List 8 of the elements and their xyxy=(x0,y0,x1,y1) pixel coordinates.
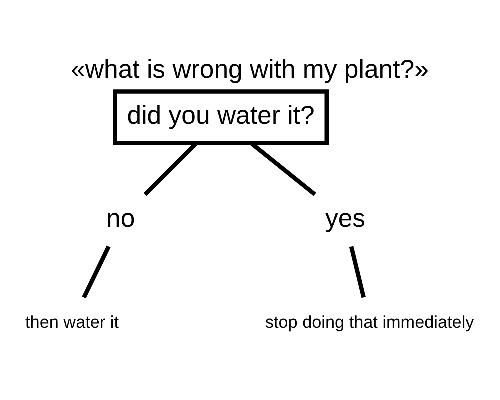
node-box: did you water it? xyxy=(113,89,330,145)
connector xyxy=(82,245,111,298)
diagram-title: «what is wrong with my plant?» xyxy=(71,56,429,84)
node-text: then water it xyxy=(26,311,119,332)
connector xyxy=(349,246,366,298)
node-text: yes xyxy=(325,204,366,232)
node-text: stop doing that immediately xyxy=(265,311,474,332)
node-text: no xyxy=(106,204,136,232)
